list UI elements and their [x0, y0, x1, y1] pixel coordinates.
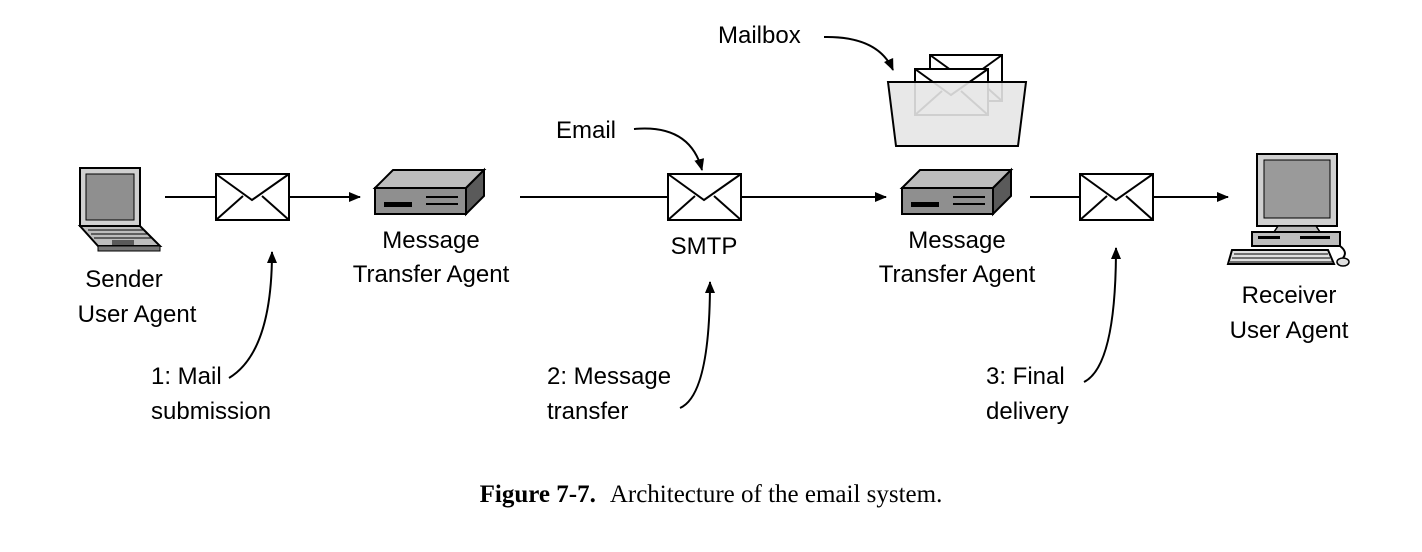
receiver-label-line1: Receiver — [1242, 282, 1337, 309]
envelope-icon — [215, 173, 290, 221]
step3-label-line1: 3: Final — [986, 363, 1065, 390]
mailbox-label: Mailbox — [718, 22, 801, 49]
mta-right-label-line2: Transfer Agent — [879, 261, 1036, 288]
step1-label-line2: submission — [151, 398, 271, 425]
email-label: Email — [556, 117, 616, 144]
desktop-computer-icon — [1226, 153, 1350, 267]
arrow-email-label — [633, 127, 705, 171]
arrow-step1 — [228, 251, 277, 379]
laptop-icon — [77, 167, 163, 252]
mta-device-icon — [372, 167, 487, 217]
envelope-icon — [1079, 173, 1154, 221]
step2-label-line2: transfer — [547, 398, 628, 425]
mta-right-label-line1: Message — [908, 227, 1005, 254]
sender-label-line2: User Agent — [78, 301, 197, 328]
step3-label-line2: delivery — [986, 398, 1069, 425]
arrow-mailbox-label — [823, 35, 894, 71]
envelope-icon — [667, 173, 742, 221]
smtp-label: SMTP — [671, 233, 738, 260]
figure-number: Figure 7-7. — [480, 481, 596, 508]
step2-label-line1: 2: Message — [547, 363, 671, 390]
mailbox-icon — [886, 54, 1028, 147]
mta-device-icon — [899, 167, 1014, 217]
receiver-label-line2: User Agent — [1230, 317, 1349, 344]
figure-caption: Figure 7-7. Architecture of the email sy… — [480, 481, 943, 508]
arrow-step3 — [1083, 247, 1121, 383]
mta-left-label-line2: Transfer Agent — [353, 261, 510, 288]
arrow-step2 — [679, 281, 715, 409]
sender-label-line1: Sender — [85, 266, 162, 293]
figure-caption-text: Architecture of the email system. — [610, 481, 943, 508]
step1-label-line1: 1: Mail — [151, 363, 222, 390]
mta-left-label-line1: Message — [382, 227, 479, 254]
